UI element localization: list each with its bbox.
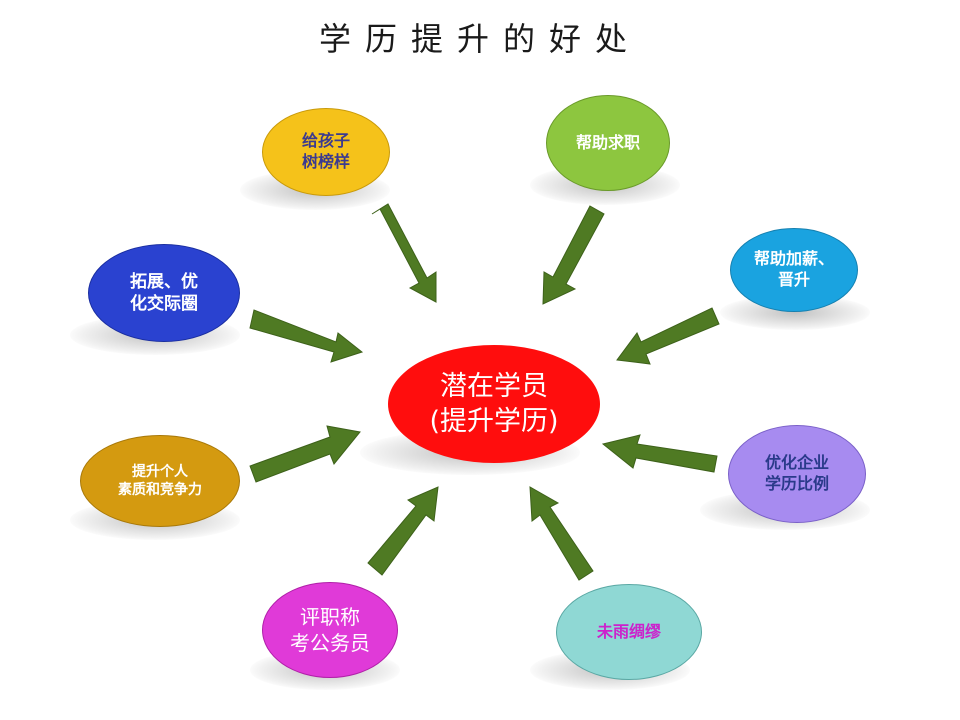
arrow-icon bbox=[601, 434, 718, 473]
node-label: 给孩子 树榜样 bbox=[301, 131, 350, 171]
node-label: 拓展、优 化交际圈 bbox=[130, 271, 198, 314]
arrow-icon bbox=[616, 307, 720, 365]
node-label: 帮助求职 bbox=[575, 132, 640, 152]
node-label: 评职称 考公务员 bbox=[290, 605, 370, 655]
center-node-label: 潜在学员 (提升学历) bbox=[429, 370, 559, 437]
center-node: 潜在学员 (提升学历) bbox=[388, 345, 600, 463]
node-label: 优化企业 学历比例 bbox=[764, 453, 829, 493]
node-social-circle: 拓展、优 化交际圈 bbox=[88, 244, 240, 342]
diagram-title: 学历提升的好处 bbox=[318, 20, 641, 58]
arrow-icon bbox=[529, 486, 594, 581]
node-raise-promotion: 帮助加薪、 晋升 bbox=[730, 228, 858, 312]
node-job-search: 帮助求职 bbox=[546, 95, 670, 191]
node-title-civil: 评职称 考公务员 bbox=[262, 582, 398, 678]
arrow-icon bbox=[249, 309, 364, 363]
node-prepare: 未雨绸缪 bbox=[556, 584, 702, 680]
arrow-icon bbox=[371, 203, 437, 303]
node-competitiveness: 提升个人 素质和竞争力 bbox=[80, 435, 240, 527]
node-enterprise-ratio: 优化企业 学历比例 bbox=[728, 425, 866, 523]
node-label: 提升个人 素质和竞争力 bbox=[118, 463, 202, 498]
node-role-model: 给孩子 树榜样 bbox=[262, 108, 390, 196]
node-label: 未雨绸缪 bbox=[596, 621, 661, 641]
arrow-icon bbox=[367, 486, 439, 576]
arrow-icon bbox=[249, 425, 361, 483]
node-label: 帮助加薪、 晋升 bbox=[753, 249, 834, 289]
arrow-icon bbox=[542, 205, 605, 305]
